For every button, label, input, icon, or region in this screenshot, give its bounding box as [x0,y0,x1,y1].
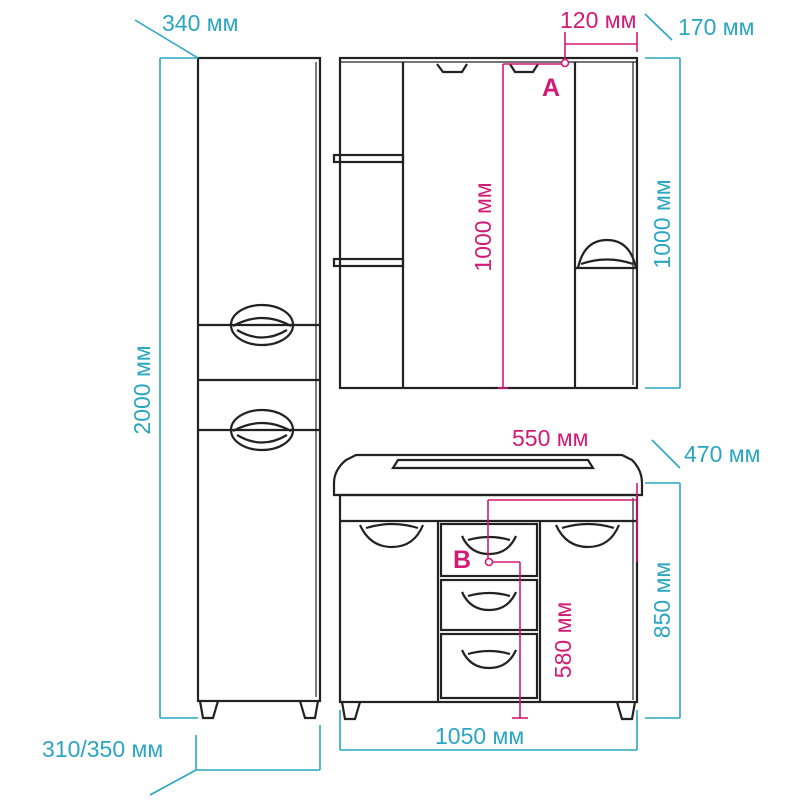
vanity-drawer-3-handle-icon [460,649,518,670]
mirror-point-a-height-label: 1000 мм [470,182,496,271]
vanity-countertop [332,453,644,497]
mirror-cabinet [332,56,639,390]
tall-cabinet [196,56,322,720]
mirror-dimensions [498,13,681,389]
vanity-drawer-1-handle-icon [460,535,518,556]
vanity-right-door-handle-icon [554,522,621,549]
mirror-cabinet-body [338,56,639,390]
vanity-dimensions [339,439,681,751]
vanity-basin-icon [391,458,595,470]
vanity-right-leg [615,701,637,721]
vanity-unit [332,453,644,721]
vanity-point-b-offset-label: 550 мм [512,425,588,451]
tall-cabinet-depth-label: 340 мм [162,10,238,36]
tall-cabinet-lower-handle-icon [229,408,295,452]
vanity-drawer-2-handle-icon [460,591,518,612]
tall-cabinet-right-leg [298,700,320,720]
tall-cabinet-width-label: 310/350 мм [42,736,163,762]
vanity-point-b-height-label: 580 мм [550,602,576,678]
mirror-depth-label: 170 мм [678,14,754,40]
mirror-right-handle-icon [576,238,638,270]
vanity-height-label: 850 мм [649,562,675,638]
vanity-depth-label: 470 мм [684,441,760,467]
vanity-left-door-handle-icon [358,522,425,549]
tall-cabinet-left-leg [198,700,220,720]
mirror-left-shelves [332,153,405,268]
point-b-label: B [453,546,471,574]
tall-cabinet-dimensions [134,19,321,796]
vanity-drawer-1 [439,522,539,578]
mirror-light-left-icon [436,63,468,74]
vanity-left-leg [340,701,362,721]
mirror-point-a-offset-label: 120 мм [560,7,636,33]
vanity-width-label: 1050 мм [435,723,524,749]
vanity-body [338,493,639,704]
mirror-light-right-icon [509,63,539,74]
mirror-height-label: 1000 мм [649,179,675,268]
vanity-drawer-3 [439,632,539,700]
vanity-drawer-2 [439,578,539,632]
tall-cabinet-upper-handle-icon [229,303,295,347]
point-a-label: A [542,74,560,102]
tall-cabinet-height-label: 2000 мм [129,345,155,434]
